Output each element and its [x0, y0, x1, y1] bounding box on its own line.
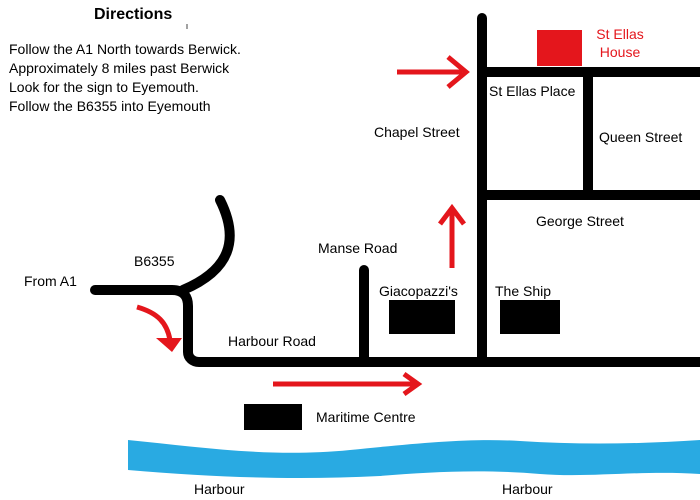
route-arrow-st-ellas: [397, 55, 470, 89]
label-chapel-street: Chapel Street: [374, 124, 460, 140]
label-st-ellas-house-line2: House: [600, 44, 641, 60]
label-harbour-right: Harbour: [502, 481, 553, 497]
giacopazzis-building: [389, 300, 455, 334]
route-arrows: [136, 55, 470, 397]
route-arrow-chapel-street: [438, 203, 466, 268]
label-b6355: B6355: [134, 253, 175, 269]
label-harbour-road: Harbour Road: [228, 333, 316, 349]
st-ellas-house-marker: [537, 30, 582, 66]
label-the-ship: The Ship: [495, 283, 551, 299]
the-ship-building: [500, 300, 560, 334]
harbour-water: [128, 440, 700, 478]
label-manse-road: Manse Road: [318, 240, 397, 256]
label-st-ellas-place: St Ellas Place: [489, 83, 576, 99]
instruction-line-2: Approximately 8 miles past Berwick: [9, 60, 230, 76]
label-st-ellas-house-line1: St Ellas: [596, 26, 643, 42]
label-from-a1: From A1: [24, 273, 77, 289]
route-arrow-from-a1: [136, 304, 182, 352]
route-arrow-harbour-road: [273, 371, 423, 397]
label-giacopazzis: Giacopazzi's: [379, 283, 458, 299]
instruction-line-1: Follow the A1 North towards Berwick.: [9, 41, 241, 57]
label-george-street: George Street: [536, 213, 624, 229]
map-title: Directions: [94, 6, 172, 23]
instruction-line-3: Look for the sign to Eyemouth.: [9, 79, 199, 95]
route-arrow-from-a1-head: [156, 338, 182, 352]
label-harbour-left: Harbour: [194, 481, 245, 497]
road-b6355-curve: [178, 195, 235, 295]
label-maritime-centre: Maritime Centre: [316, 409, 416, 425]
road-from-a1: [90, 285, 700, 367]
label-queen-street: Queen Street: [599, 129, 682, 145]
maritime-centre-building: [244, 404, 302, 430]
road-network: [90, 13, 700, 367]
instruction-line-4: Follow the B6355 into Eyemouth: [9, 98, 211, 114]
